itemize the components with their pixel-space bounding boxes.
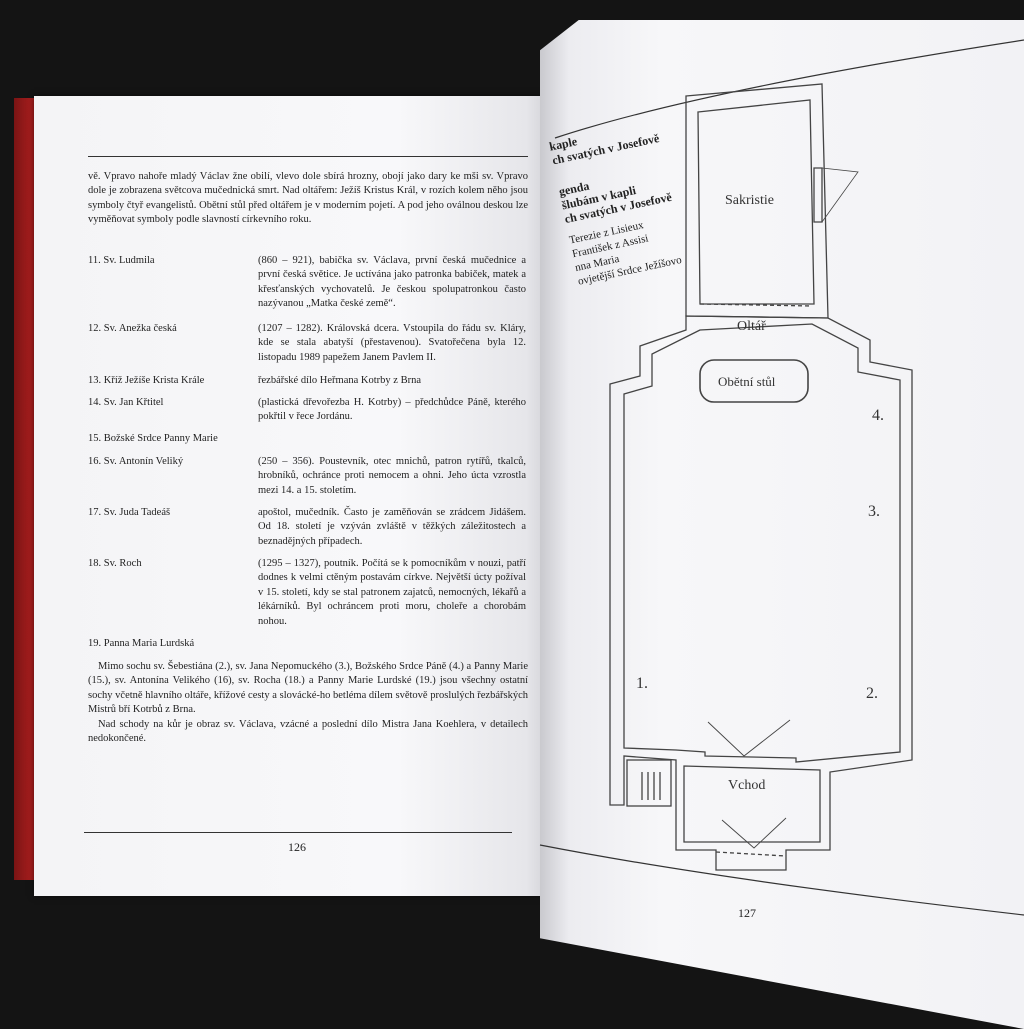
entry-name: 13. Kříž Ježíše Krista Krále (88, 375, 205, 386)
threshold-line (715, 851, 787, 857)
left-page (34, 96, 552, 896)
entry-name: 16. Sv. Antonín Veliký (88, 456, 184, 467)
page-number-right: 127 (738, 906, 756, 920)
marker-3: 3. (868, 503, 880, 520)
right-top-rule (554, 39, 1024, 139)
stair-niche (626, 759, 672, 807)
inner-door-swing (707, 719, 791, 757)
label-entrance: Vchod (728, 778, 765, 793)
page-number-left: 126 (288, 840, 306, 854)
marker-1: 1. (636, 675, 648, 692)
entry-name: 19. Panna Maria Lurdská (88, 638, 195, 649)
intro-paragraph: vě. Vpravo nahoře mladý Václav žne obilí… (88, 171, 528, 226)
nave-inner-wall (623, 323, 901, 763)
left-bottom-rule (84, 832, 512, 833)
entry-desc: (1295 – 1327), poutník. Počítá se k pomo… (258, 558, 526, 627)
vestibule-wall (683, 765, 821, 843)
offering-table-shape (699, 359, 809, 403)
entry-desc: (860 – 921), babička sv. Václava, první … (258, 255, 526, 310)
label-altar: Oltář (737, 319, 766, 334)
marker-2: 2. (866, 685, 878, 702)
sacristy-door (813, 167, 823, 223)
entry-name: 15. Božské Srdce Panny Marie (88, 433, 218, 444)
sacristy-inner-wall (697, 99, 815, 305)
entry-desc: (1207 – 1282). Královská dcera. Vstoupil… (258, 323, 526, 363)
left-top-rule (88, 156, 528, 157)
closing-paragraph-1: Mimo sochu sv. Šebestiána (2.), sv. Jana… (88, 661, 528, 716)
nave-outer-wall (609, 315, 913, 871)
entry-desc: řezbářské dílo Heřmana Kotrby z Brna (258, 375, 421, 386)
right-bottom-rule (539, 844, 1024, 916)
label-offering-table: Obětní stůl (718, 374, 776, 389)
label-sacristy: Sakristie (725, 193, 774, 208)
sacristy-door-swing (821, 167, 859, 223)
entry-desc: (plastická dřevořezba H. Kotrby) – předc… (258, 397, 526, 423)
right-page (540, 20, 1024, 1029)
closing-paragraph-2: Nad schody na kůr je obraz sv. Václava, … (88, 719, 528, 745)
entry-name: 14. Sv. Jan Křtitel (88, 397, 164, 408)
entry-name: 12. Sv. Anežka česká (88, 323, 177, 334)
altar-step-line (699, 303, 813, 307)
entry-name: 11. Sv. Ludmila (88, 255, 155, 266)
marker-4: 4. (872, 407, 884, 424)
entry-name: 17. Sv. Juda Tadeáš (88, 507, 171, 518)
entry-name: 18. Sv. Roch (88, 558, 142, 569)
entry-desc: (250 – 356). Poustevník, otec mnichů, pa… (258, 456, 526, 496)
outer-door-swing (721, 817, 787, 849)
entry-desc: apoštol, mučedník. Často je zaměňován se… (258, 507, 526, 547)
